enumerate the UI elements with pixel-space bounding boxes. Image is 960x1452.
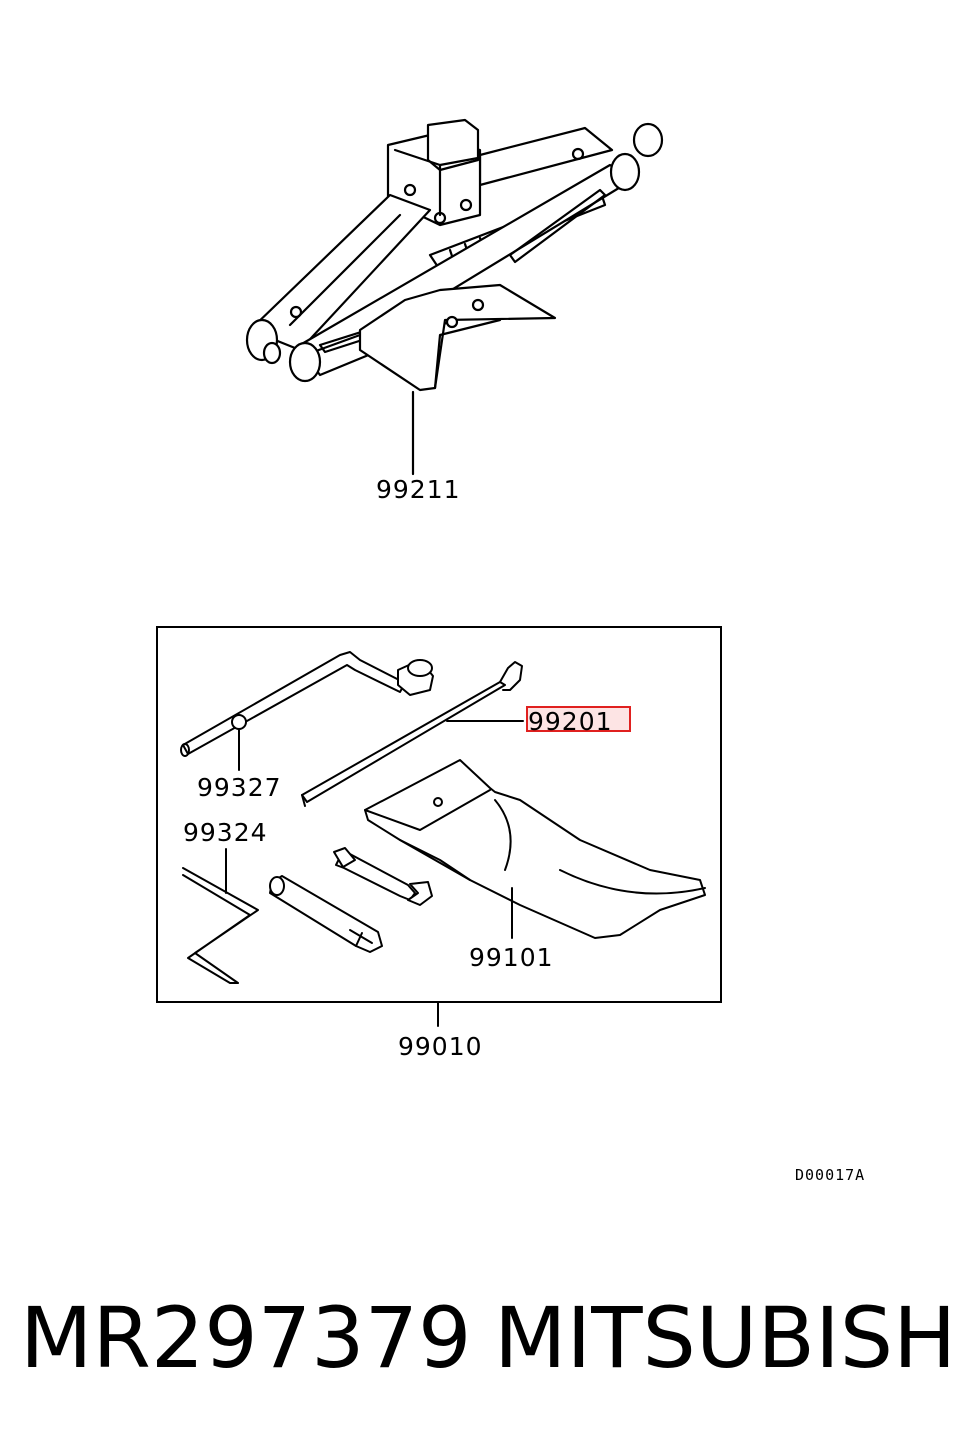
callout-99211: 99211 [376,475,461,504]
brand-name: MITSUBISHI [494,1289,960,1387]
tool-kit-drawings [180,651,706,1027]
callout-99324: 99324 [183,818,268,847]
callout-99010: 99010 [398,1032,483,1061]
callout-99201[interactable]: 99201 [528,707,613,736]
callout-99101: 99101 [469,943,554,972]
part-number: MR297379 [20,1289,472,1387]
highlight-box [526,706,631,732]
callout-99327: 99327 [197,773,282,802]
scissor-jack-drawing [245,118,664,476]
drawing-reference: D00017A [795,1166,865,1184]
